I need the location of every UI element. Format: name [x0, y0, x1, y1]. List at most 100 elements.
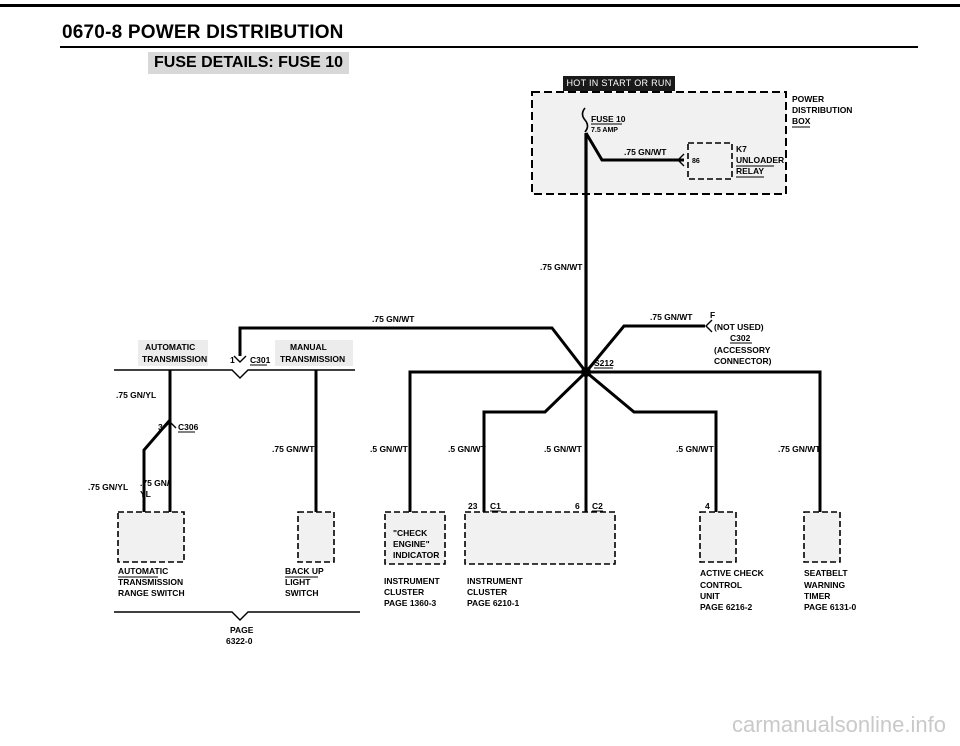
title-rule [60, 46, 918, 48]
c306-connector [163, 421, 177, 429]
power-distribution-box [531, 91, 787, 195]
page-ref-1: PAGE [230, 625, 254, 635]
cluster-1-label-1: INSTRUMENT [384, 576, 441, 586]
wire-bus-right [586, 370, 822, 512]
wire-label-auto-trans-lower-2b: YL [140, 489, 151, 499]
cluster-c2-pin: 6 [575, 501, 580, 511]
c302-label: C302 [730, 333, 751, 343]
power-box-label-2: DISTRIBUTION [792, 105, 852, 115]
range-switch-label-1: AUTOMATIC [118, 566, 168, 576]
wire-label-main-down: .75 GN/WT [540, 262, 583, 272]
not-used-connector [705, 319, 713, 333]
wire-right-branch [584, 324, 705, 373]
fuse-rating: 7.5 AMP [591, 127, 618, 134]
watermark: carmanualsonline.info [731, 712, 946, 737]
c306-label: C306 [178, 422, 199, 432]
seatbelt-timer-box [803, 511, 841, 563]
manual-transmission-label-1: MANUAL [290, 342, 327, 352]
check-engine-box [384, 511, 446, 565]
relay-id: K7 [736, 144, 747, 154]
manual-transmission-shade [275, 340, 353, 366]
cluster-c2-label: C2 [592, 501, 603, 511]
c301-pin: 1 [230, 355, 235, 365]
active-check-label-1: ACTIVE CHECK [700, 568, 765, 578]
backup-switch-label-2: LIGHT [285, 577, 311, 587]
wire-label-cluster-c2: .5 GN/WT [544, 444, 583, 454]
page-ref-bracket [114, 611, 360, 621]
range-switch-box [117, 511, 185, 563]
automatic-transmission-shade [138, 340, 208, 366]
relay-name-1: UNLOADER [736, 155, 784, 165]
cluster-c1-pin: 23 [468, 501, 478, 511]
range-switch-label-3: RANGE SWITCH [118, 588, 185, 598]
seatbelt-label-3: TIMER [804, 591, 830, 601]
wire-label-left-branch: .75 GN/WT [372, 314, 415, 324]
automatic-transmission-label-2: TRANSMISSION [142, 354, 207, 364]
cluster-1-label-3: PAGE 1360-3 [384, 598, 437, 608]
c306-pin: 3 [158, 422, 163, 432]
automatic-transmission-label-1: AUTOMATIC [145, 342, 195, 352]
relay-connector [677, 153, 685, 167]
wire-label-check-engine: .5 GN/WT [370, 444, 409, 454]
cluster-2-label-3: PAGE 6210-1 [467, 598, 520, 608]
accessory-label-2: CONNECTOR) [714, 356, 772, 366]
seatbelt-label-4: PAGE 6131-0 [804, 602, 857, 612]
wire-fuse-to-relay [584, 132, 684, 162]
wire-label-right-branch: .75 GN/WT [650, 312, 693, 322]
power-box-label-3: BOX [792, 116, 811, 126]
active-check-label-2: CONTROL [700, 580, 742, 590]
wire-label-backup-light: .75 GN/WT [272, 444, 315, 454]
active-check-box [699, 511, 737, 563]
fuse-10-symbol [581, 107, 589, 133]
wire-bus-left [408, 370, 586, 512]
transmission-bracket [114, 369, 355, 379]
relay-name-2: RELAY [736, 166, 764, 176]
cluster-2-label-2: CLUSTER [467, 587, 507, 597]
c301-label: C301 [250, 355, 271, 365]
wire-label-seatbelt: .75 GN/WT [778, 444, 821, 454]
page-title: 0670-8 POWER DISTRIBUTION [62, 22, 344, 43]
hot-badge: HOT IN START OR RUN [563, 76, 675, 91]
instrument-cluster-box [464, 511, 616, 565]
wire-active-check [585, 370, 718, 512]
backup-switch-label-1: BACK UP [285, 566, 324, 576]
wire-label-active-check: .5 GN/WT [676, 444, 715, 454]
wire-label-auto-trans-lower: .75 GN/YL [88, 482, 128, 492]
wire-label-cluster-c1: .5 GN/WT [448, 444, 487, 454]
cluster-c1-label: C1 [490, 501, 501, 511]
accessory-label-1: (ACCESSORY [714, 345, 771, 355]
check-engine-text-1: "CHECK [393, 528, 428, 538]
backup-switch-label-3: SWITCH [285, 588, 319, 598]
c301-connector [233, 355, 247, 363]
wire-label-auto-trans-lower-2a: .75 GN/ [140, 478, 170, 488]
check-engine-text-3: INDICATOR [393, 550, 439, 560]
check-engine-text-2: ENGINE" [393, 539, 430, 549]
cluster-2-label-1: INSTRUMENT [467, 576, 524, 586]
relay-pin: 86 [692, 158, 700, 165]
top-rule [0, 4, 960, 7]
wire-left-branch [238, 326, 588, 373]
page-ref-2: 6322-0 [226, 636, 253, 646]
backup-switch-box [297, 511, 335, 563]
page-subtitle: FUSE DETAILS: FUSE 10 [148, 52, 350, 74]
fuse-name: FUSE 10 [591, 114, 626, 124]
wire-cluster-c1 [482, 370, 588, 512]
unloader-relay-box [687, 142, 733, 180]
active-check-label-4: PAGE 6216-2 [700, 602, 753, 612]
range-switch-label-2: TRANSMISSION [118, 577, 183, 587]
active-check-pin: 4 [705, 501, 710, 511]
cluster-1-label-2: CLUSTER [384, 587, 424, 597]
seatbelt-label-1: SEATBELT [804, 568, 848, 578]
seatbelt-label-2: WARNING [804, 580, 845, 590]
active-check-label-3: UNIT [700, 591, 721, 601]
manual-transmission-label-2: TRANSMISSION [280, 354, 345, 364]
not-used-label: (NOT USED) [714, 322, 764, 332]
splice-label: S212 [594, 358, 614, 368]
connector-f: F [710, 310, 715, 320]
power-box-label-1: POWER [792, 94, 824, 104]
wire-label-auto-trans: .75 GN/YL [116, 390, 156, 400]
wire-label-relay-feed: .75 GN/WT [624, 147, 667, 157]
wire-auto-trans [142, 370, 172, 512]
